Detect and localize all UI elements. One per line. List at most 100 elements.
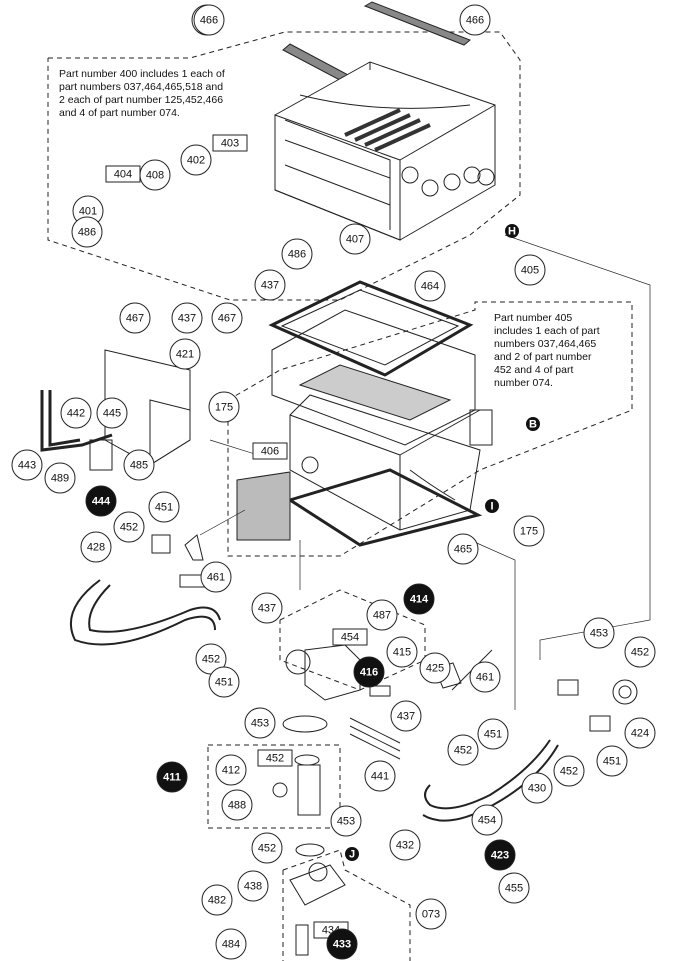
callout-label: 465 bbox=[454, 544, 472, 556]
callout-label: 467 bbox=[126, 313, 144, 325]
callout-451: 451 bbox=[148, 491, 180, 523]
callout-label: 423 bbox=[491, 850, 509, 862]
callout-453: 453 bbox=[330, 805, 362, 837]
callout-label: 444 bbox=[92, 496, 111, 508]
callout-437: 437 bbox=[390, 700, 422, 732]
callout-label: 488 bbox=[228, 800, 246, 812]
callout-073: 073 bbox=[415, 898, 447, 930]
callout-406: 406 bbox=[252, 442, 288, 460]
callout-175: 175 bbox=[208, 391, 240, 423]
callout-label: 073 bbox=[422, 909, 440, 921]
callout-461: 461 bbox=[469, 661, 501, 693]
callout-464: 464 bbox=[414, 270, 446, 302]
callout-451: 451 bbox=[596, 745, 628, 777]
callout-label: 442 bbox=[67, 408, 85, 420]
upper-heat-exchanger bbox=[274, 61, 496, 241]
clip-451-right bbox=[589, 715, 611, 732]
marker-label: I bbox=[490, 501, 493, 513]
callout-451: 451 bbox=[477, 718, 509, 750]
callout-445: 445 bbox=[96, 397, 128, 429]
callout-label: 484 bbox=[222, 939, 240, 951]
callout-454: 454 bbox=[332, 628, 368, 646]
marker-H: H bbox=[505, 224, 519, 238]
callout-405: 405 bbox=[514, 254, 546, 286]
callout-455: 455 bbox=[498, 872, 530, 904]
callout-452: 452 bbox=[195, 643, 227, 675]
group-outline-432 bbox=[282, 849, 411, 961]
callout-label: 452 bbox=[202, 654, 220, 666]
valve-411 bbox=[272, 754, 321, 816]
callout-label: 437 bbox=[261, 280, 279, 292]
callout-425: 425 bbox=[419, 652, 451, 684]
callout-467: 467 bbox=[119, 302, 151, 334]
callout-label: 432 bbox=[396, 840, 414, 852]
callout-486: 486 bbox=[281, 238, 313, 270]
callout-label: 452 bbox=[266, 753, 284, 765]
callout-label: 452 bbox=[454, 745, 472, 757]
callout-421: 421 bbox=[169, 338, 201, 370]
callout-485: 485 bbox=[123, 449, 155, 481]
callout-label: 451 bbox=[603, 756, 621, 768]
clip-453-right bbox=[557, 679, 579, 696]
callout-403: 403 bbox=[212, 134, 248, 152]
callout-451: 451 bbox=[208, 666, 240, 698]
callout-label: 455 bbox=[505, 883, 523, 895]
clip-461 bbox=[184, 534, 204, 561]
marker-I: I bbox=[485, 499, 499, 513]
callout-label: 485 bbox=[130, 460, 148, 472]
callout-label: 487 bbox=[373, 610, 391, 622]
callout-label: 451 bbox=[215, 677, 233, 689]
callout-label: 461 bbox=[207, 572, 225, 584]
callout-label: 445 bbox=[103, 408, 121, 420]
callout-label: 438 bbox=[244, 881, 262, 893]
callout-label: 486 bbox=[78, 227, 96, 239]
callout-label: 461 bbox=[476, 672, 494, 684]
callout-430: 430 bbox=[521, 772, 553, 804]
callout-label: 421 bbox=[176, 349, 194, 361]
callout-label: 437 bbox=[258, 603, 276, 615]
callout-452: 452 bbox=[624, 636, 656, 668]
callout-489: 489 bbox=[44, 462, 76, 494]
group-outline-400 bbox=[47, 31, 521, 301]
callout-label: 452 bbox=[560, 766, 578, 778]
callout-label: 425 bbox=[426, 663, 444, 675]
callout-423: 423 bbox=[484, 839, 516, 871]
callout-label: 433 bbox=[333, 939, 351, 951]
callout-label: 486 bbox=[288, 249, 306, 261]
callout-label: 441 bbox=[371, 771, 389, 783]
callout-label: 437 bbox=[178, 313, 196, 325]
plate-406 bbox=[236, 471, 291, 541]
callout-461: 461 bbox=[200, 561, 232, 593]
group-outline-414 bbox=[279, 589, 426, 691]
callout-label: 452 bbox=[258, 843, 276, 855]
callout-452: 452 bbox=[113, 511, 145, 543]
callout-414: 414 bbox=[403, 583, 435, 615]
callout-label: 454 bbox=[341, 632, 359, 644]
callout-412: 412 bbox=[215, 754, 247, 786]
callout-408: 408 bbox=[139, 159, 171, 191]
gasket-464 bbox=[268, 280, 474, 377]
callout-487: 487 bbox=[366, 599, 398, 631]
callout-444: 444 bbox=[85, 485, 117, 517]
callout-label: 437 bbox=[397, 711, 415, 723]
callout-label: 175 bbox=[215, 402, 233, 414]
callout-443: 443 bbox=[11, 449, 43, 481]
marker-label: B bbox=[529, 419, 537, 431]
callout-label: 428 bbox=[87, 542, 105, 554]
callout-433: 433 bbox=[326, 928, 358, 960]
callout-label: 466 bbox=[466, 15, 484, 27]
callout-432: 432 bbox=[389, 829, 421, 861]
callout-label: 452 bbox=[120, 522, 138, 534]
callout-441: 441 bbox=[364, 760, 396, 792]
callout-label: 466 bbox=[200, 15, 218, 27]
callout-label: 412 bbox=[222, 765, 240, 777]
marker-label: H bbox=[508, 226, 516, 238]
callout-label: 452 bbox=[631, 647, 649, 659]
callout-407: 407 bbox=[339, 223, 371, 255]
callout-label: 453 bbox=[337, 816, 355, 828]
callout-453: 453 bbox=[583, 617, 615, 649]
callout-452: 452 bbox=[257, 749, 293, 767]
callout-416: 416 bbox=[353, 656, 385, 688]
